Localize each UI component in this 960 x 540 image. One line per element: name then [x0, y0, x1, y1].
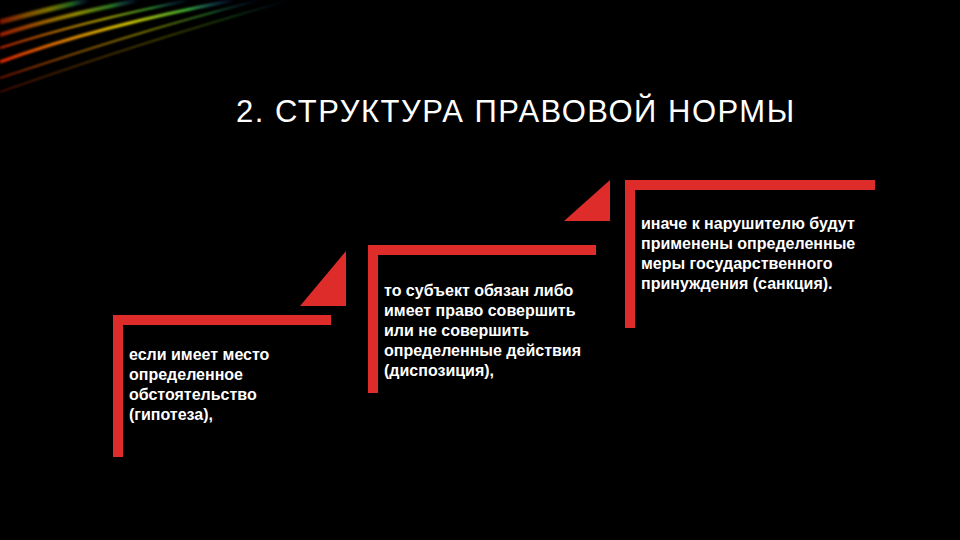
step-text: если имеет место определенное обстоятель…	[129, 345, 323, 425]
step-box: если имеет место определенное обстоятель…	[113, 315, 331, 457]
slide-title: 2. СТРУКТУРА ПРАВОВОЙ НОРМЫ	[236, 94, 796, 130]
step-text: то субъект обязан либо имеет право совер…	[384, 281, 588, 381]
step-triangle	[564, 180, 610, 221]
step-triangle	[300, 251, 346, 306]
light-streaks	[0, 0, 290, 92]
step-text: иначе к нарушителю будут применены опред…	[641, 214, 867, 294]
step-box: иначе к нарушителю будут применены опред…	[625, 180, 875, 328]
step-box: то субъект обязан либо имеет право совер…	[368, 245, 596, 393]
